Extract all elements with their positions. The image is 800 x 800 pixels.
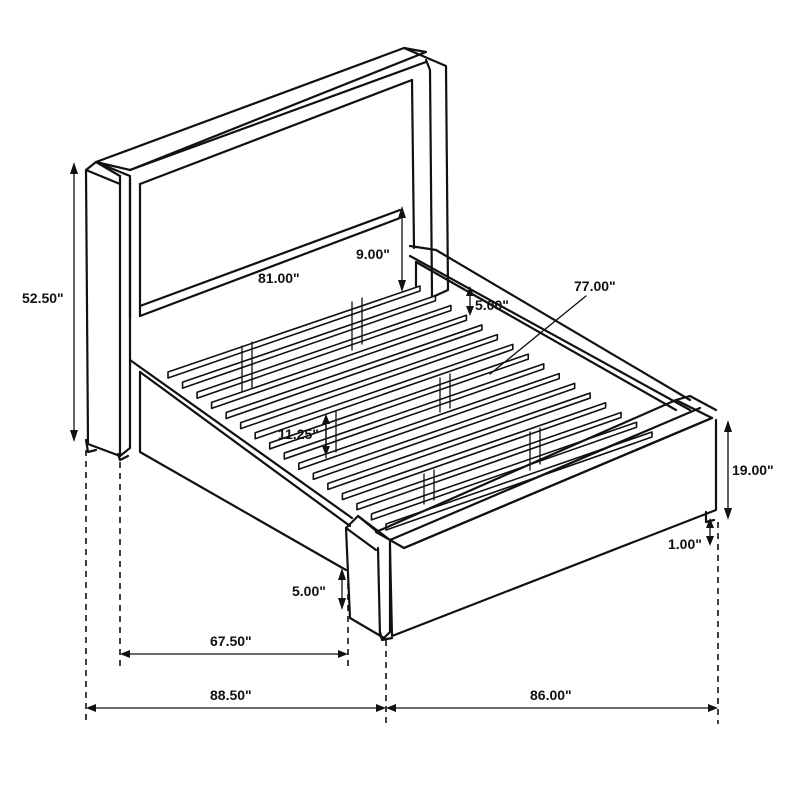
label-headboard-width: 81.00" <box>258 270 300 286</box>
label-leg-clearance: 5.00" <box>292 583 326 599</box>
slat <box>356 411 622 511</box>
slat <box>167 285 421 379</box>
slat <box>210 314 468 410</box>
headboard <box>84 46 450 458</box>
label-headboard-clearance: 9.00" <box>356 246 390 262</box>
slat <box>298 372 560 470</box>
label-footboard-height: 19.00" <box>732 462 774 478</box>
slat <box>196 304 452 400</box>
label-side-rail-height: 5.00" <box>475 297 509 313</box>
slat <box>312 382 576 481</box>
label-foot-clearance: 1.00" <box>668 536 702 552</box>
footboard <box>84 394 718 642</box>
label-slat-height: 11.25" <box>278 426 319 442</box>
left-side-rail <box>128 358 354 572</box>
label-total-height: 52.50" <box>22 290 64 306</box>
label-overall-length: 86.00" <box>530 687 572 703</box>
slat <box>254 343 514 440</box>
slat <box>239 333 499 430</box>
slat <box>268 353 530 450</box>
right-side-rail <box>408 244 692 412</box>
slat <box>341 402 607 501</box>
slat <box>181 294 437 389</box>
slats <box>167 285 653 531</box>
label-inner-length: 77.00" <box>574 278 616 294</box>
dimension-lines <box>70 162 732 724</box>
slat <box>283 363 545 460</box>
label-inner-width: 67.50" <box>210 633 252 649</box>
slat <box>225 324 483 420</box>
slat <box>327 392 591 491</box>
label-overall-width: 88.50" <box>210 687 252 703</box>
